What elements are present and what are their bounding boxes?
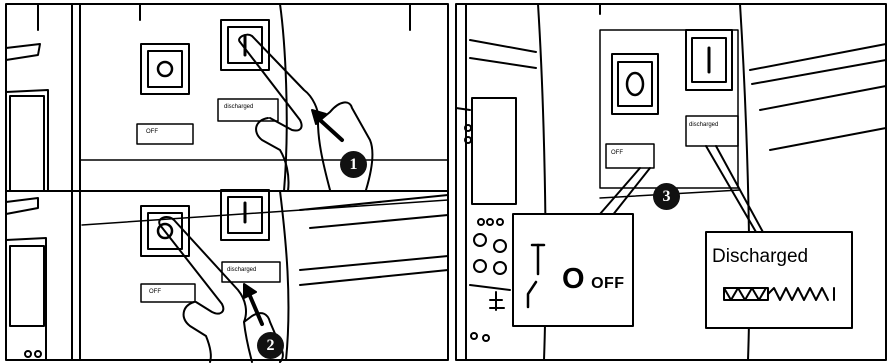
off-symbol: O [562, 263, 585, 295]
plate-off-label-3: OFF [611, 150, 623, 156]
step-3-marker: 3 [653, 183, 680, 210]
plate-discharged-label: discharged [224, 104, 253, 110]
arrow-icon-2 [244, 284, 262, 324]
off-text: OFF [591, 275, 625, 292]
plate-discharged-label-2: discharged [227, 267, 256, 273]
plate-off-label-2: OFF [149, 289, 161, 295]
panel-step-2 [6, 190, 448, 362]
plate-off-label: OFF [146, 129, 158, 135]
step-1-marker: 1 [340, 151, 367, 178]
step-2-marker: 2 [257, 332, 284, 359]
panel-step-1 [6, 4, 448, 191]
plate-discharged-label-3: discharged [689, 122, 718, 128]
panel-step-3 [456, 4, 886, 360]
off-callout-label: O OFF [562, 263, 625, 296]
discharged-callout-label: Discharged [712, 246, 808, 268]
